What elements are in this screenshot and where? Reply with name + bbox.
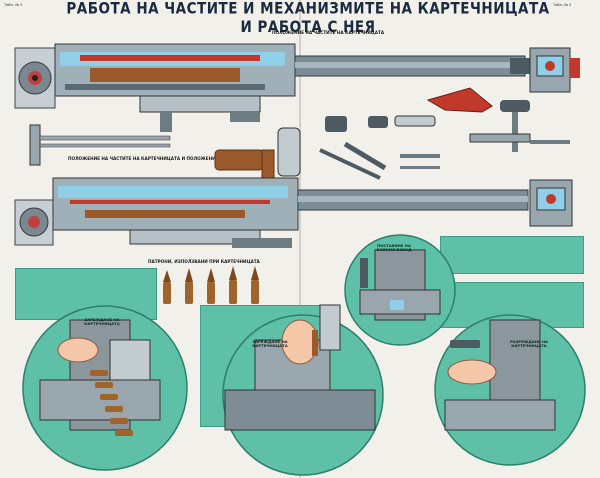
top-machine-gun-cutaway <box>14 43 530 132</box>
section-title-cartridges: ПАТРОНИ, ИЗПОЛЗВАНИ ПРИ КАРТЕЧНИЦАТА <box>148 259 260 264</box>
detail-view-belt-loading <box>22 305 188 471</box>
receiver-cross-section-mid <box>529 179 573 227</box>
detail-view-unloading <box>434 314 586 466</box>
detail-view-magazine-loading <box>222 304 384 476</box>
poster-title: РАБОТА НА ЧАСТИТЕ И МЕХАНИЗМИТЕ НА КАРТЕ… <box>66 0 550 37</box>
callout-unload: РАЗРЕЖДАНЕ НА КАРТЕЧНИЦАТА <box>510 339 548 349</box>
detail-view-cocking <box>344 234 456 346</box>
middle-machine-gun-cutaway <box>14 177 529 248</box>
receiver-cross-section-top <box>529 47 580 93</box>
callout-magazine-load: ЗАРЕЖДАНЕ НА КАРТЕЧНИЦАТА <box>252 339 288 349</box>
plate-number-right: Табл. № 5 <box>553 3 572 7</box>
instruction-panel-cock <box>440 236 584 274</box>
section-title-mid-gun: ПОЛОЖЕНИЕ НА ЧАСТИТЕ НА КАРТЕЧНИЦАТА И П… <box>68 156 251 161</box>
cartridges <box>163 266 259 304</box>
callout-cock: ПОСТАВЯНЕ НА БОЙНИЯ ВЗВОД <box>376 243 412 253</box>
section-title-top-gun: ПОЛОЖЕНИЕ НА ЧАСТИТЕ НА КАРТЕЧНИЦАТА <box>272 30 385 35</box>
callout-belt-load: ЗАРЕЖДАНЕ НА КАРТЕЧНИЦАТА <box>84 317 120 327</box>
accessory-parts <box>29 87 570 186</box>
poster-fold-line <box>299 0 301 478</box>
plate-number-left: Табл. № 5 <box>4 3 23 7</box>
